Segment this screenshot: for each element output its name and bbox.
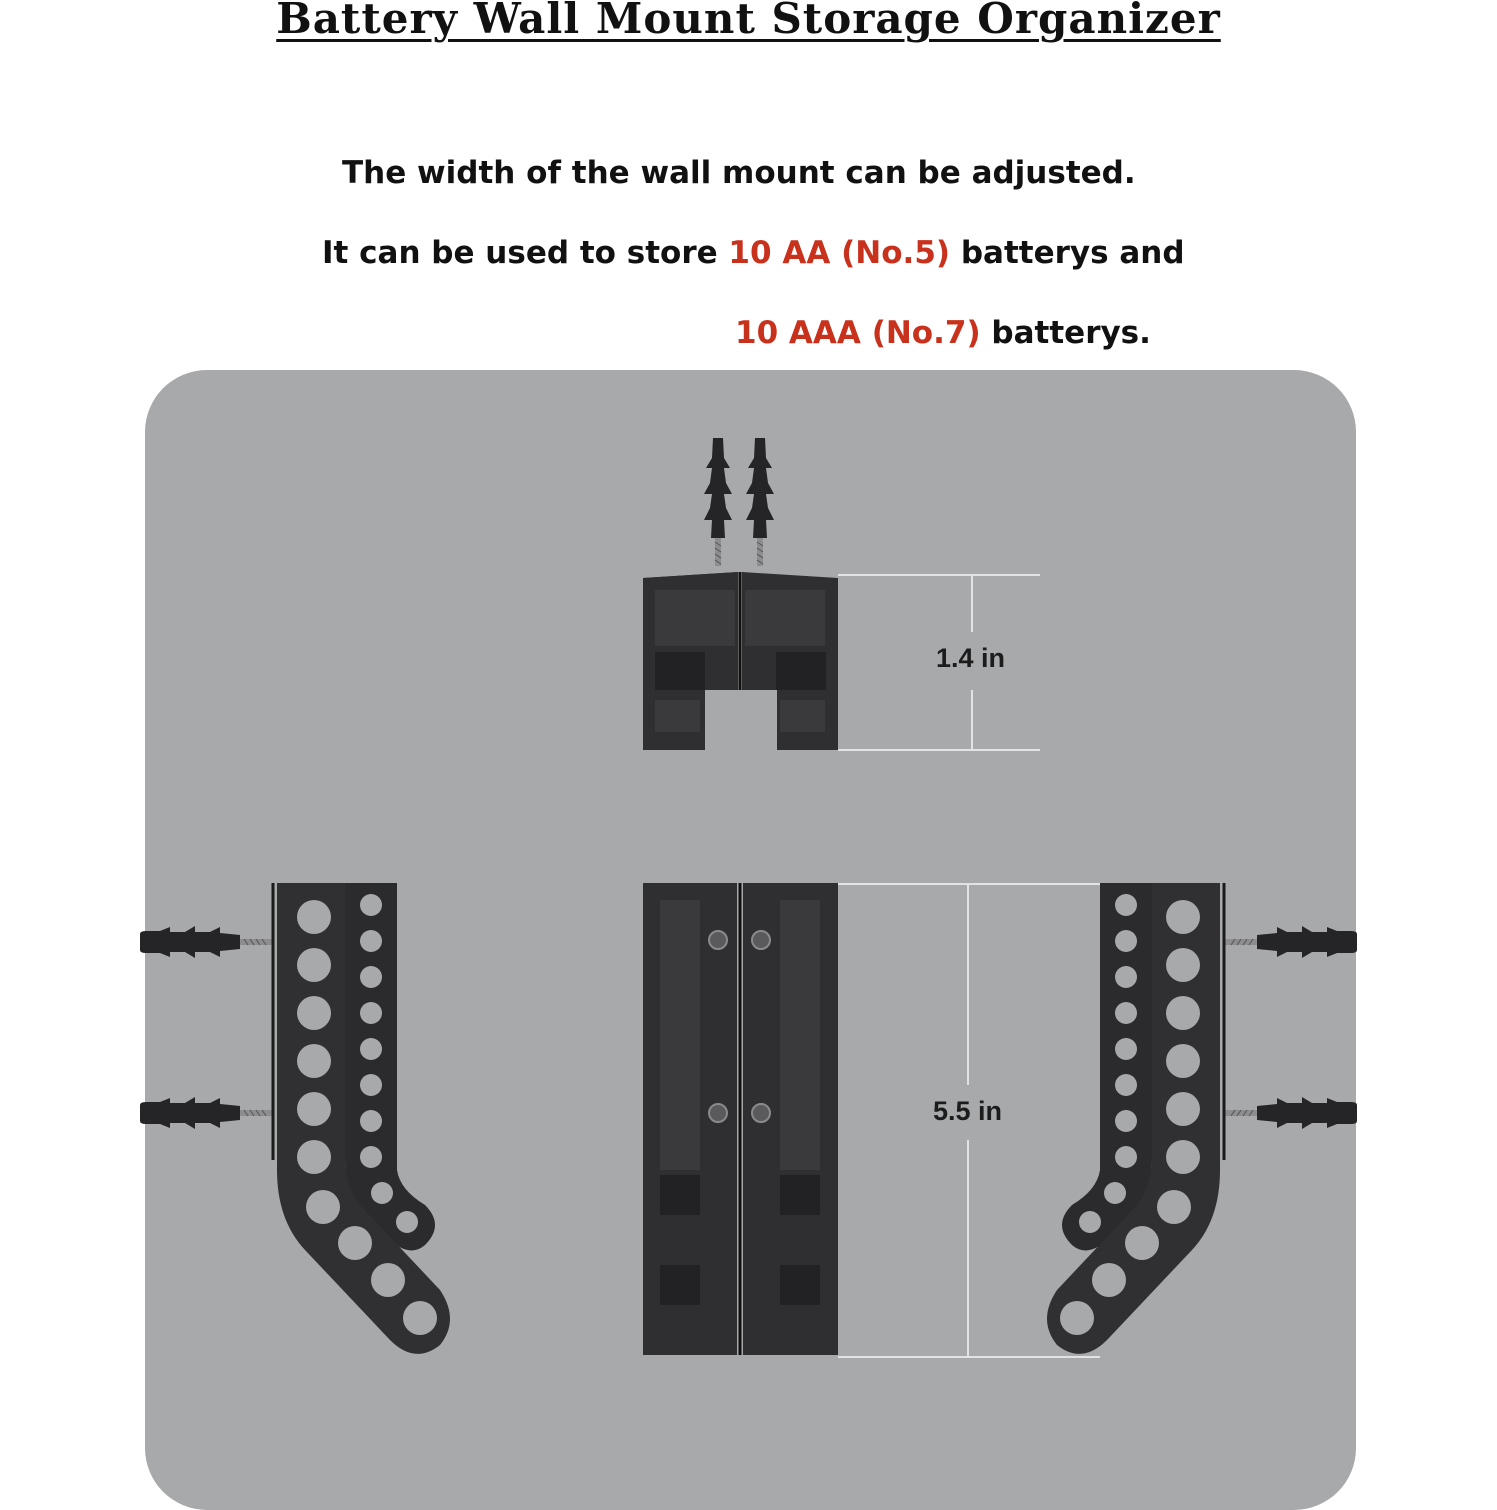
screw-head-icon: [751, 930, 771, 950]
height-dimension-label: 5.5 in: [933, 1096, 1003, 1126]
battery-holes-aaa: [1079, 894, 1137, 1233]
capacity-line: It can be used to store 10 AA (No.5) bat…: [322, 235, 1185, 271]
wall-anchor-icon: [745, 437, 775, 567]
battery-holes-aa: [1060, 900, 1200, 1335]
depth-dimension: [838, 574, 1040, 751]
battery-holes-aa: [297, 900, 437, 1335]
aaa-capacity-line: 10 AAA (No.7) batterys.: [735, 315, 1151, 351]
aaa-capacity-highlight: 10 AAA (No.7): [735, 315, 981, 351]
battery-holes-aaa: [360, 894, 418, 1233]
aa-capacity-highlight: 10 AA (No.5): [728, 235, 951, 271]
screw-head-icon: [708, 1103, 728, 1123]
capacity-suffix: batterys and: [950, 235, 1185, 271]
front-view-mount: [643, 883, 838, 1355]
width-adjustable-text: The width of the wall mount can be adjus…: [342, 155, 1136, 191]
depth-dimension-label: 1.4 in: [936, 643, 1006, 673]
right-side-bracket: [1047, 883, 1358, 1354]
wall-anchor-icon: [139, 1096, 273, 1130]
left-side-bracket: [139, 883, 450, 1354]
screw-head-icon: [751, 1103, 771, 1123]
aaa-capacity-suffix: batterys.: [980, 315, 1151, 351]
wall-anchor-icon: [1224, 925, 1358, 959]
wall-anchor-icon: [139, 925, 273, 959]
page-title: Battery Wall Mount Storage Organizer: [0, 0, 1497, 43]
wall-anchor-icon: [703, 437, 733, 567]
capacity-prefix: It can be used to store: [322, 235, 729, 271]
page-title-text: Battery Wall Mount Storage Organizer: [276, 0, 1221, 43]
wall-anchor-icon: [1224, 1096, 1358, 1130]
top-view-mount: [643, 437, 838, 750]
screw-head-icon: [708, 930, 728, 950]
height-dimension: [838, 883, 1100, 1358]
